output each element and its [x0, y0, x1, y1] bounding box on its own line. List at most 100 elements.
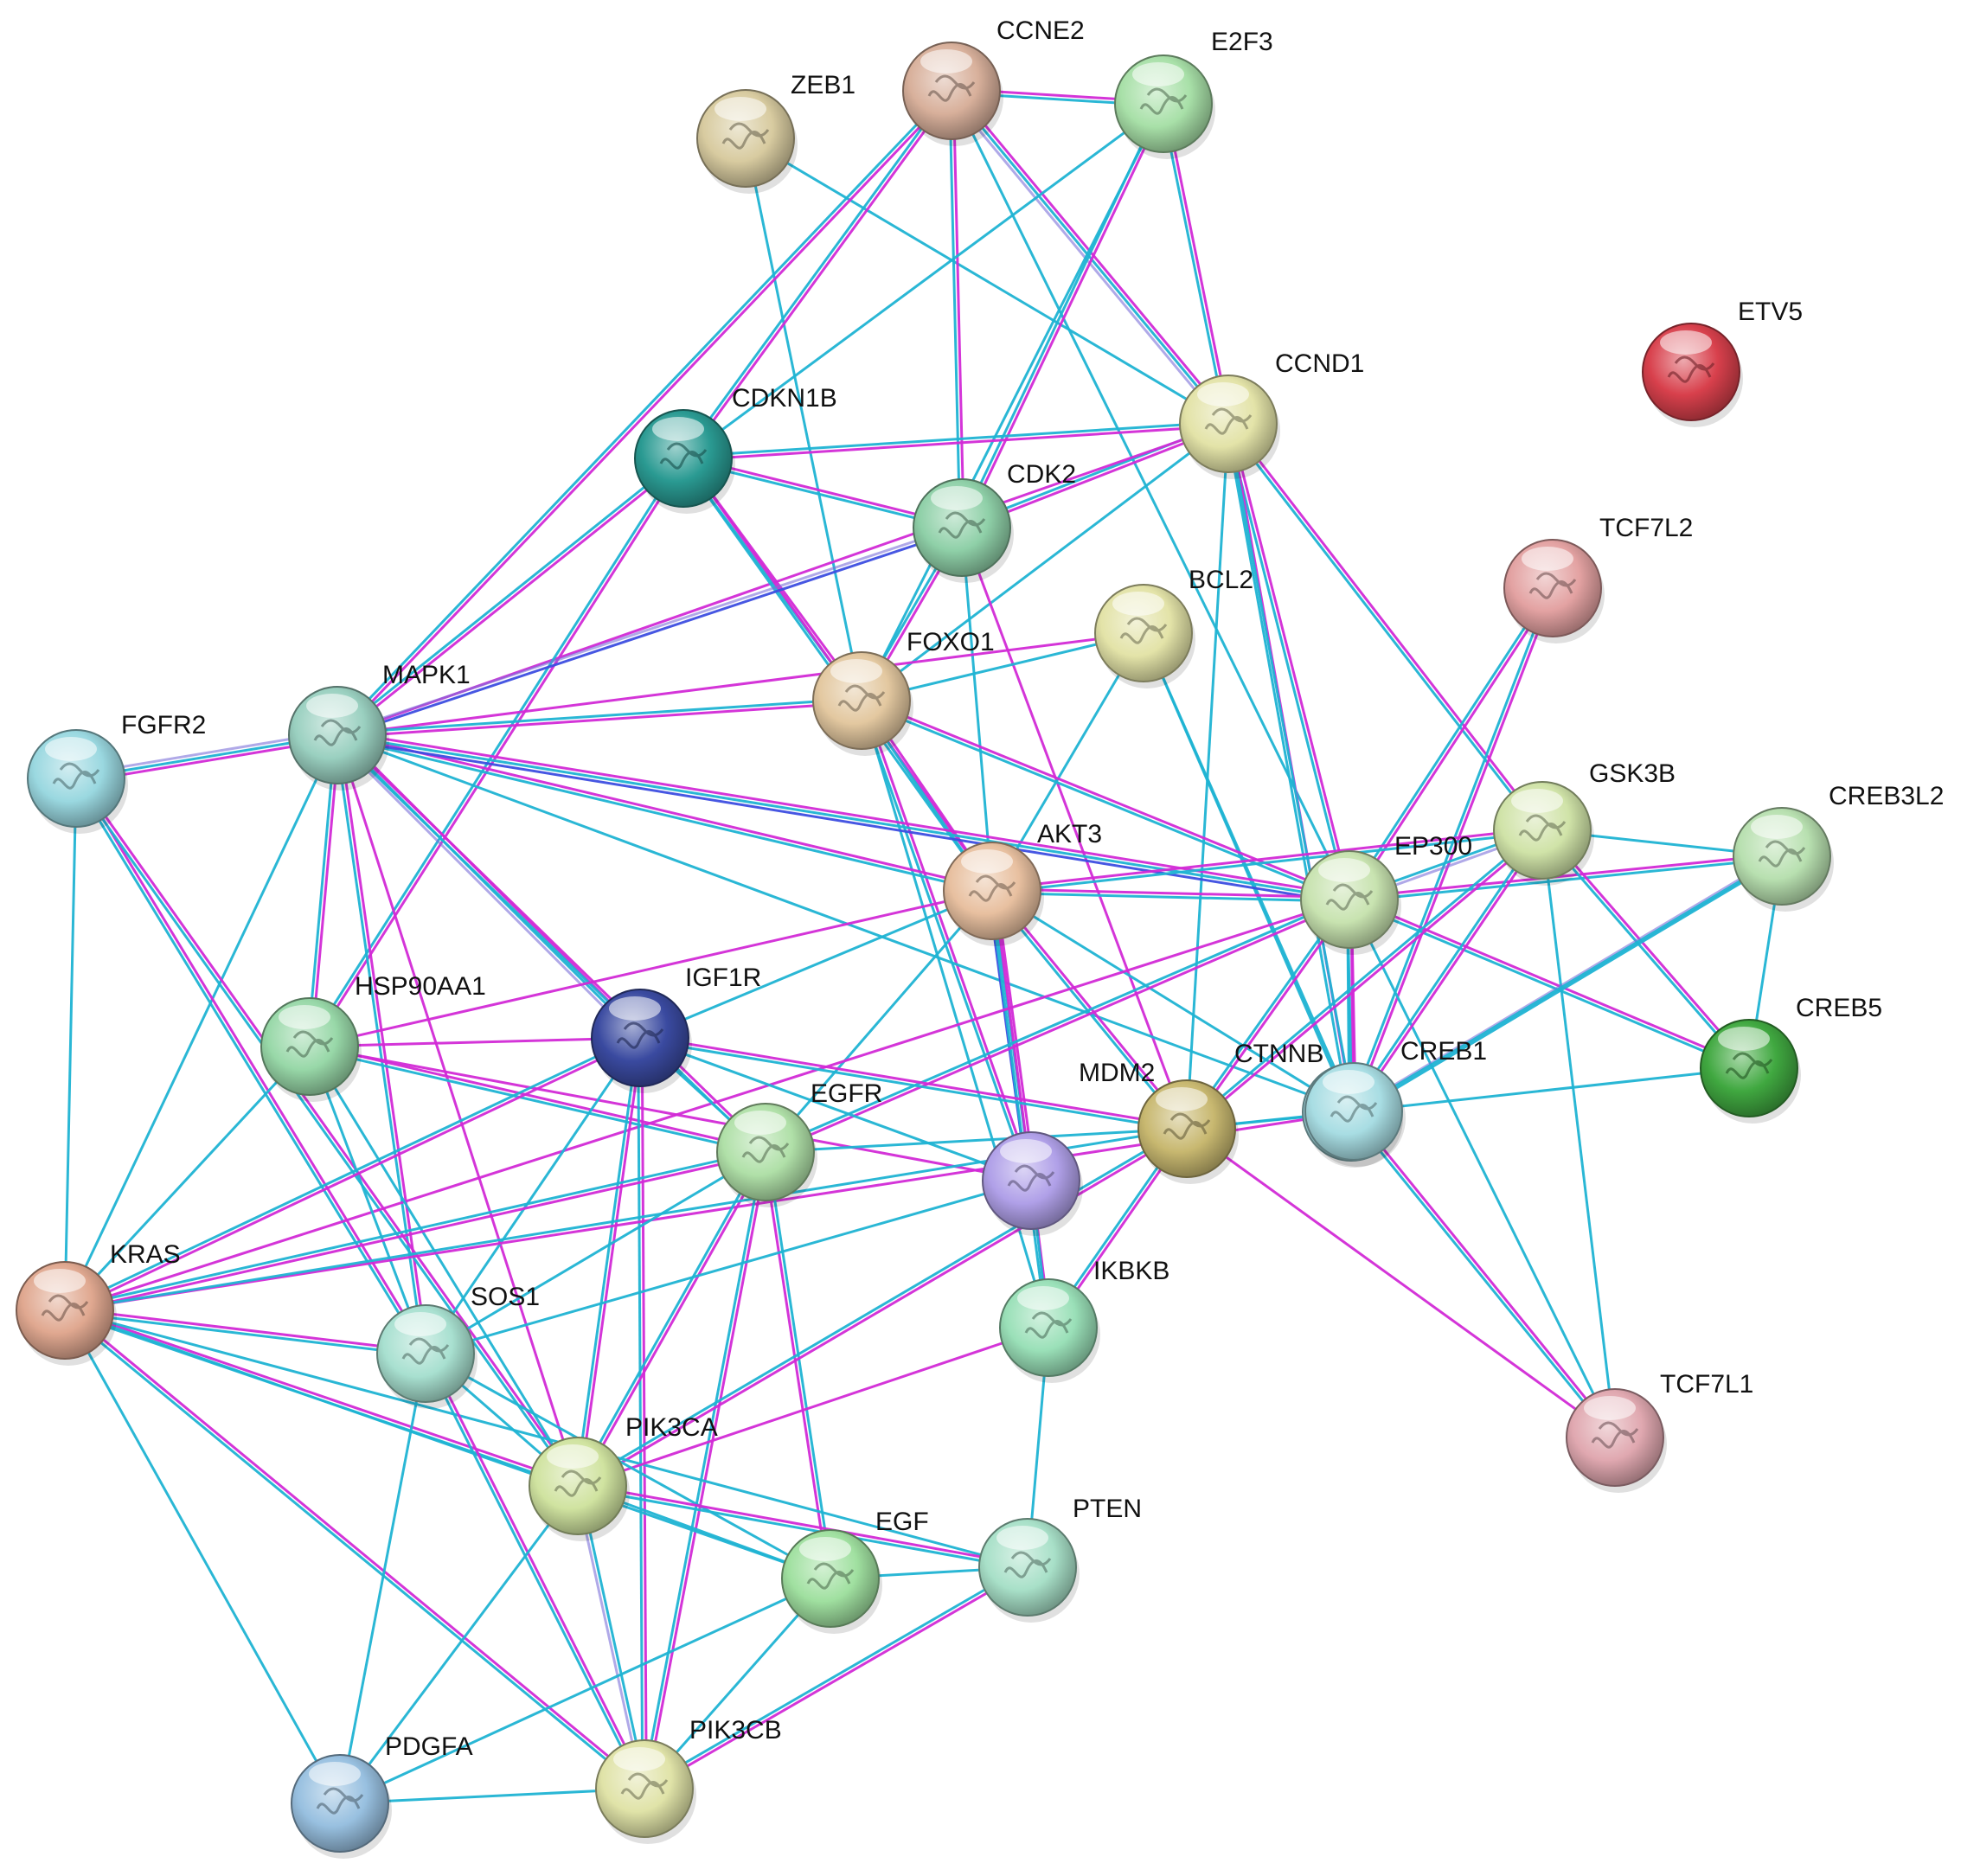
edge-pik3ca-pten[interactable]	[577, 1482, 1028, 1571]
node-tcf7l1[interactable]	[1566, 1388, 1667, 1493]
edge-kras-egf[interactable]	[64, 1309, 831, 1580]
edge-pik3ca-pik3cb[interactable]	[574, 1485, 648, 1790]
edge-gsk3b-mdm2[interactable]	[1184, 828, 1545, 1131]
edge-egfr-mdm2[interactable]	[765, 1127, 1188, 1154]
edge-egfr-pik3ca[interactable]	[574, 1150, 769, 1488]
edge-sos1-egf[interactable]	[425, 1352, 831, 1580]
edge-ccnd1-cdkn1b[interactable]	[682, 420, 1229, 462]
node-fgfr2[interactable]	[27, 729, 128, 834]
edge-gsk3b-ctnnb1[interactable]	[1348, 828, 1546, 1115]
edge-sos1-pik3cb[interactable]	[422, 1352, 648, 1790]
edge-akt3-egfr[interactable]	[764, 890, 994, 1153]
node-cdk2[interactable]	[913, 478, 1014, 583]
edge-ccnd1-ep300[interactable]	[1225, 423, 1353, 900]
edge-ep300-creb3l2[interactable]	[1349, 853, 1783, 903]
node-pik3cb[interactable]	[595, 1739, 696, 1844]
edge-kras-pik3cb[interactable]	[62, 1308, 647, 1791]
edge-fgfr2-sos1[interactable]	[73, 777, 429, 1355]
node-kras[interactable]	[16, 1261, 117, 1366]
edge-cdkn1b-mapk1[interactable]	[335, 456, 686, 738]
edge-foxo1-ep300[interactable]	[860, 697, 1351, 903]
node-pdgfa[interactable]	[291, 1754, 392, 1859]
edge-igf1r-ptpn[interactable]	[639, 1036, 1032, 1182]
edge-cdk2-mapk1[interactable]	[336, 524, 964, 739]
edge-e2f3-cdkn1b[interactable]	[682, 102, 1164, 460]
edge-bcl2-akt3[interactable]	[990, 632, 1145, 892]
edge-fgfr2-pik3ca[interactable]	[73, 776, 581, 1489]
edge-akt3-hsp90aa1[interactable]	[309, 889, 993, 1048]
edge-ccnd1-foxo1[interactable]	[861, 422, 1229, 702]
edge-gsk3b-tcf7l1[interactable]	[1541, 829, 1617, 1438]
edge-kras-pik3ca[interactable]	[63, 1307, 580, 1489]
edge-pten-pik3cb[interactable]	[643, 1564, 1029, 1792]
edge-mdm2-pik3ca[interactable]	[576, 1125, 1189, 1489]
node-igf1r[interactable]	[591, 989, 692, 1093]
edge-akt3-ctnnb1[interactable]	[991, 889, 1352, 1114]
edge-ptpn-sos1[interactable]	[425, 1179, 1032, 1355]
edge-creb5-creb1[interactable]	[1353, 1066, 1750, 1113]
edge-tcf7l2-ctnnb1[interactable]	[1348, 586, 1556, 1114]
edge-akt3-gsk3b[interactable]	[991, 827, 1543, 894]
edge-ccne2-ep300[interactable]	[950, 90, 1351, 900]
edge-gsk3b-creb5[interactable]	[1540, 828, 1752, 1071]
edge-igf1r-kras[interactable]	[63, 1034, 642, 1314]
node-etv5[interactable]	[1642, 323, 1743, 427]
edge-mapk1-kras[interactable]	[63, 734, 339, 1311]
edge-egfr-kras[interactable]	[64, 1149, 766, 1314]
node-ikbkb[interactable]	[999, 1278, 1100, 1383]
edge-igf1r-sos1[interactable]	[424, 1037, 642, 1354]
edge-ccnd1-gsk3b[interactable]	[1226, 421, 1545, 833]
node-zeb1[interactable]	[696, 89, 798, 194]
node-creb1[interactable]	[1304, 1062, 1406, 1167]
edge-egf-pdgfa[interactable]	[339, 1577, 831, 1805]
node-hsp90aa1[interactable]	[260, 997, 362, 1102]
edge-pik3ca-pdgfa[interactable]	[338, 1485, 580, 1804]
edge-e2f3-ccnd1[interactable]	[1160, 103, 1232, 425]
edge-egfr-egf[interactable]	[762, 1151, 834, 1579]
node-pik3ca[interactable]	[529, 1437, 630, 1541]
edge-ep300-tcf7l1[interactable]	[1348, 899, 1617, 1438]
node-egfr[interactable]	[716, 1103, 817, 1207]
edge-hsp90aa1-egfr[interactable]	[309, 1043, 766, 1156]
edge-mapk1-hsp90aa1[interactable]	[306, 734, 341, 1047]
edge-zeb1-foxo1[interactable]	[744, 138, 863, 701]
node-egf[interactable]	[781, 1529, 882, 1634]
edge-igf1r-pik3ca[interactable]	[574, 1037, 644, 1487]
edge-hsp90aa1-kras[interactable]	[63, 1045, 311, 1312]
edge-mdm2-tcf7l1[interactable]	[1186, 1127, 1616, 1439]
edge-hsp90aa1-igf1r[interactable]	[309, 1036, 641, 1048]
edge-ccne2-cdk2[interactable]	[948, 90, 965, 528]
edge-igf1r-mdm2[interactable]	[639, 1034, 1188, 1132]
node-sos1[interactable]	[376, 1304, 477, 1409]
node-akt3[interactable]	[943, 842, 1044, 946]
edge-e2f3-foxo1[interactable]	[860, 103, 1165, 701]
node-gsk3b[interactable]	[1493, 781, 1594, 886]
edge-egfr-pik3cb[interactable]	[641, 1151, 769, 1790]
edge-zeb1-ccnd1[interactable]	[745, 137, 1229, 426]
edge-kras-pten[interactable]	[64, 1309, 1028, 1569]
edge-hsp90aa1-sos1[interactable]	[308, 1046, 427, 1354]
node-ccne2[interactable]	[902, 42, 1003, 146]
edge-cdk2-akt3[interactable]	[960, 527, 994, 892]
edge-ccnd1-creb1[interactable]	[1227, 423, 1355, 1112]
node-mdm2[interactable]	[1137, 1079, 1239, 1184]
node-mapk1[interactable]	[288, 686, 389, 791]
node-cdkn1b[interactable]	[634, 409, 735, 514]
edge-creb3l2-ctnnb1[interactable]	[1350, 855, 1783, 1114]
edge-bcl2-mapk1[interactable]	[336, 631, 1144, 737]
edge-ctnnb1-kras[interactable]	[64, 1111, 1352, 1312]
edge-ep300-kras[interactable]	[64, 898, 1350, 1312]
node-bcl2[interactable]	[1094, 584, 1195, 688]
node-creb5[interactable]	[1700, 1019, 1801, 1124]
node-creb3l2[interactable]	[1733, 807, 1834, 912]
edge-kras-pdgfa[interactable]	[63, 1309, 342, 1804]
edge-mapk1-akt3[interactable]	[336, 732, 993, 894]
edge-fgfr2-kras[interactable]	[63, 778, 78, 1311]
edge-ctnnb1-tcf7l1[interactable]	[1349, 1110, 1618, 1440]
edge-akt3-ep300[interactable]	[991, 887, 1350, 903]
edge-ep300-creb5[interactable]	[1348, 896, 1751, 1072]
edge-foxo1-mapk1[interactable]	[336, 697, 862, 739]
node-e2f3[interactable]	[1114, 54, 1215, 159]
edge-mapk1-pik3ca[interactable]	[336, 734, 580, 1487]
edge-egfr-sos1[interactable]	[425, 1150, 766, 1355]
